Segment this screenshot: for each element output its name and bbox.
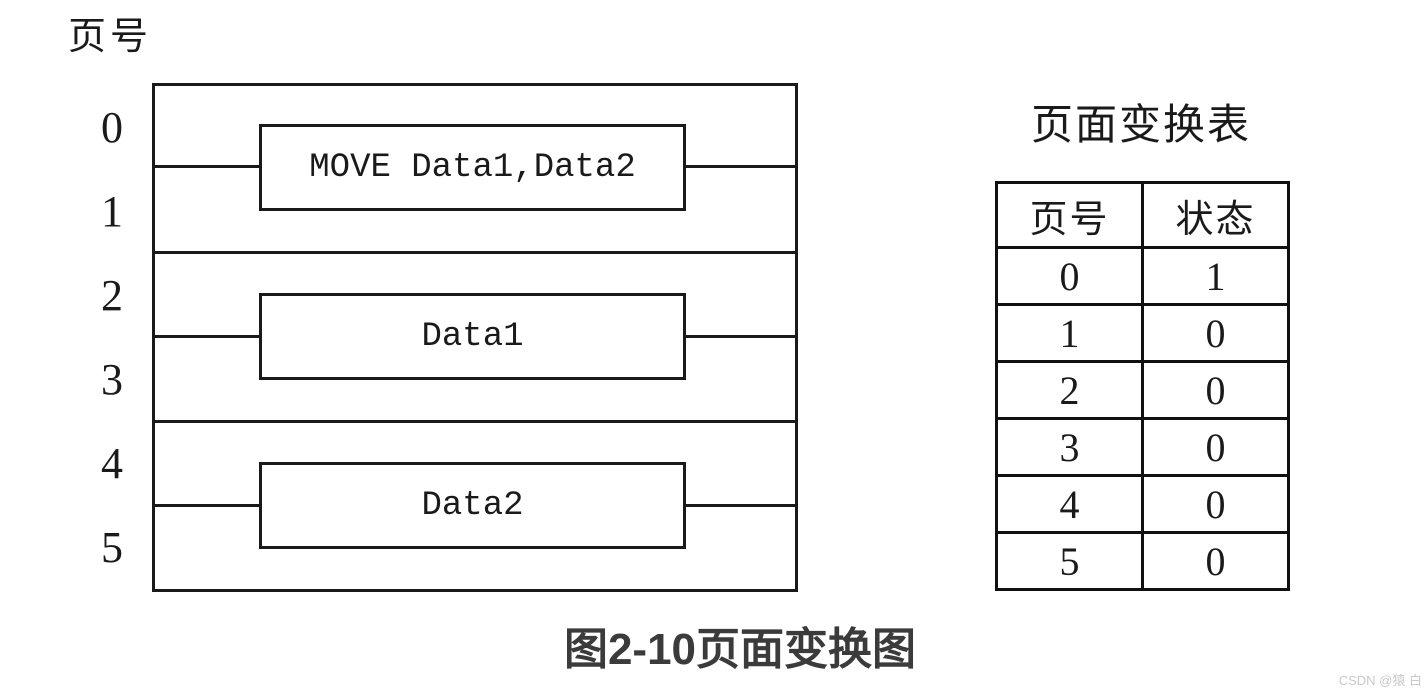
figure-caption: 图2-10页面变换图 [563, 625, 917, 674]
page-number-column-label: 页号 [68, 16, 153, 58]
table-cell-status: 0 [1141, 417, 1290, 477]
table-cell-page: 4 [995, 474, 1144, 534]
memory-block-label: Data2 [421, 486, 524, 525]
page-boundary-tick [152, 165, 262, 168]
table-row: 2 0 [995, 360, 1290, 420]
table-row: 5 0 [995, 531, 1290, 591]
table-cell-page: 2 [995, 360, 1144, 420]
table-row: 3 0 [995, 417, 1290, 477]
table-row: 0 1 [995, 246, 1290, 306]
table-cell-page: 0 [995, 246, 1144, 306]
page-boundary-tick [684, 165, 798, 168]
section-divider-line [152, 420, 798, 423]
table-row: 4 0 [995, 474, 1290, 534]
page-number-2: 2 [101, 271, 123, 320]
memory-block-label: Data1 [421, 317, 524, 356]
page-number-5: 5 [101, 523, 123, 572]
section-divider-line [152, 251, 798, 254]
table-cell-page: 1 [995, 303, 1144, 363]
page-transform-table: 页号 状态 0 1 1 0 2 0 3 0 4 0 5 0 [995, 181, 1290, 591]
page-number-0: 0 [101, 103, 123, 152]
page-boundary-tick [684, 504, 798, 507]
page-boundary-tick [684, 335, 798, 338]
memory-block-data2: Data2 [259, 462, 686, 549]
table-cell-status: 0 [1141, 360, 1290, 420]
table-header-page: 页号 [995, 181, 1144, 249]
table-row: 1 0 [995, 303, 1290, 363]
table-cell-page: 5 [995, 531, 1144, 591]
watermark-text: CSDN @猿 白 [1338, 673, 1422, 688]
table-cell-status: 0 [1141, 303, 1290, 363]
table-header-status: 状态 [1141, 181, 1290, 249]
memory-block-data1: Data1 [259, 293, 686, 380]
page-number-4: 4 [101, 439, 123, 488]
page-boundary-tick [152, 504, 262, 507]
table-header-row: 页号 状态 [995, 181, 1290, 249]
page-boundary-tick [152, 335, 262, 338]
page-table-title: 页面变换表 [1030, 103, 1251, 149]
table-cell-status: 1 [1141, 246, 1290, 306]
table-cell-status: 0 [1141, 474, 1290, 534]
table-cell-page: 3 [995, 417, 1144, 477]
page-number-3: 3 [101, 355, 123, 404]
memory-block-move-instruction: MOVE Data1,Data2 [259, 124, 686, 211]
page-number-1: 1 [101, 187, 123, 236]
memory-block-label: MOVE Data1,Data2 [309, 148, 636, 187]
table-cell-status: 0 [1141, 531, 1290, 591]
